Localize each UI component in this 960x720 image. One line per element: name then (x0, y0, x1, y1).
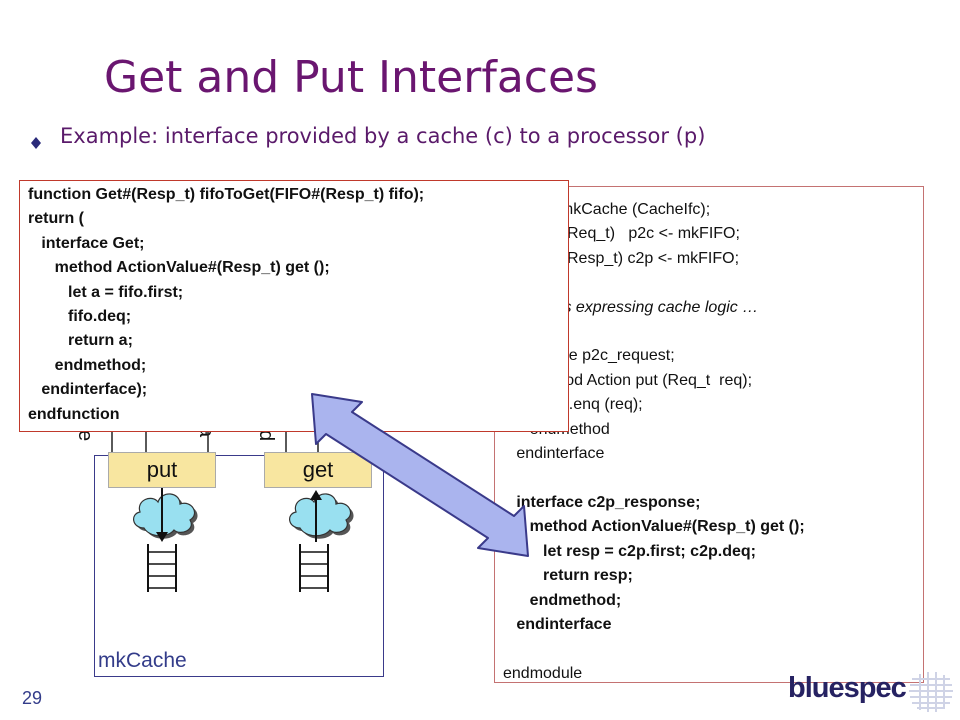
fifo-to-get-popup: function Get#(Resp_t) fifoToGet(FIFO#(Re… (19, 180, 569, 432)
logo-globe-icon (909, 672, 953, 712)
bluespec-logo: bluespec (788, 672, 907, 704)
double-arrow-icon (311, 393, 529, 557)
get-logic-cloud-icon (289, 493, 354, 539)
get-method: get (264, 452, 372, 488)
code-line: return resp; (503, 567, 633, 585)
get-fifo-icon (299, 490, 329, 592)
subtitle: Example: interface provided by a cache (… (60, 124, 706, 148)
code-line (503, 466, 805, 490)
code-line: function Get#(Resp_t) fifoToGet(FIFO#(Re… (28, 186, 425, 203)
code-line: method ActionValue#(Resp_t) get (); (503, 518, 805, 536)
code-line: return ( (28, 210, 84, 228)
code-line: endmethod; (28, 356, 147, 374)
code-line: let resp = c2p.first; c2p.deq; (503, 542, 756, 560)
cache-module-box (94, 455, 384, 677)
code-line: endinterface (503, 615, 612, 633)
code-line: endfunction (28, 405, 120, 423)
module-label: mkCache (98, 649, 187, 672)
bullet-icon (31, 137, 41, 149)
code-line: endinterface); (28, 381, 148, 399)
code-line: method ActionValue#(Resp_t) get (); (28, 259, 330, 277)
slide-title: Get and Put Interfaces (104, 52, 598, 103)
function-code: function Get#(Resp_t) fifoToGet(FIFO#(Re… (28, 183, 424, 427)
code-line: return a; (28, 332, 133, 350)
page-number: 29 (22, 688, 43, 708)
code-line: interface Get; (28, 234, 145, 252)
code-line: endmodule (503, 664, 583, 682)
put-fifo-icon (147, 488, 177, 592)
code-line: fifo.deq; (28, 308, 132, 326)
code-line: interface c2p_response; (503, 493, 701, 511)
put-method: put (108, 452, 216, 488)
code-line: endmethod; (503, 591, 622, 609)
put-logic-cloud-icon (133, 493, 198, 539)
code-line: let a = fifo.first; (28, 283, 184, 301)
code-line: endinterface (503, 445, 605, 463)
code-line (503, 637, 805, 661)
